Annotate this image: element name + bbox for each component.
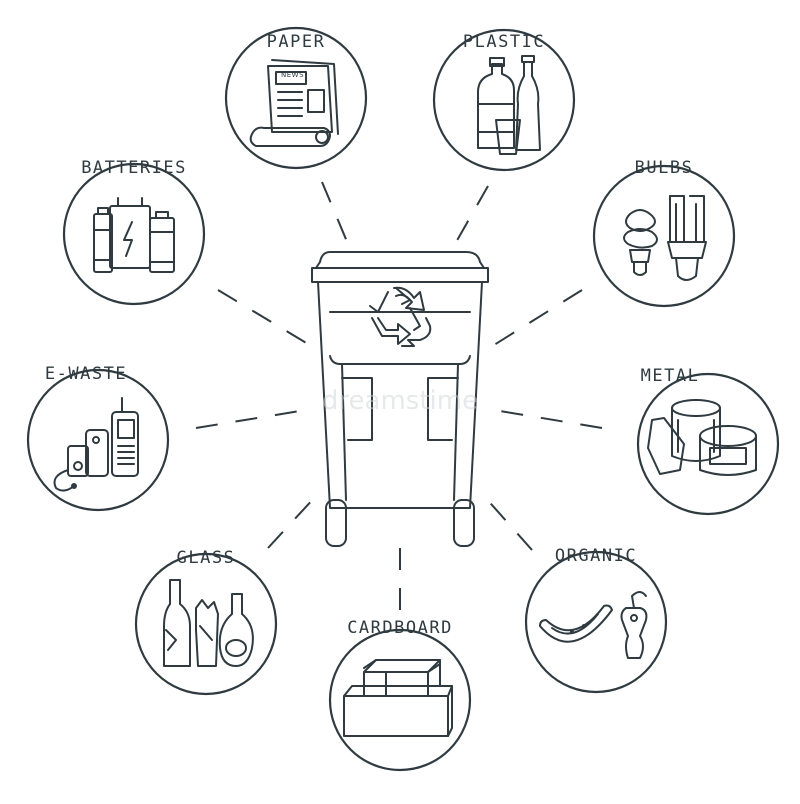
glass-bottles-icon [163,579,254,667]
batteries-icon [93,197,175,273]
watermark: dreamstime [321,386,479,416]
label-e-waste: E-WASTE [44,364,128,384]
recycle-symbol-icon [369,286,432,347]
circle-organic [524,550,668,694]
circle-plastic [432,28,576,172]
cardboard-boxes-icon [343,659,453,737]
circle-glass [134,552,278,696]
organic-food-icon [539,591,648,659]
connector-lines [195,181,603,610]
label-cardboard: CARDBOARD [347,618,453,638]
label-bulbs: BULBS [634,158,694,178]
news-label: NEWS [281,71,305,79]
label-organic: ORGANIC [554,546,638,566]
label-metal: METAL [640,366,700,386]
newspaper-icon [249,59,339,147]
label-paper: PAPER [266,32,326,52]
label-batteries: BATTERIES [81,158,187,178]
light-bulbs-icon [623,195,707,281]
circle-cardboard [328,628,472,772]
circle-e-waste [26,368,170,512]
metal-cans-icon [647,399,757,476]
circle-batteries [62,162,206,306]
plastic-bottles-icon [477,55,541,155]
label-plastic: PLASTIC [462,32,546,52]
circle-bulbs [592,164,736,308]
recycle-bin-icon [311,251,489,547]
circle-paper [224,26,368,170]
label-glass: GLASS [176,548,236,568]
electronics-icon [53,397,139,492]
circle-metal [636,372,780,516]
